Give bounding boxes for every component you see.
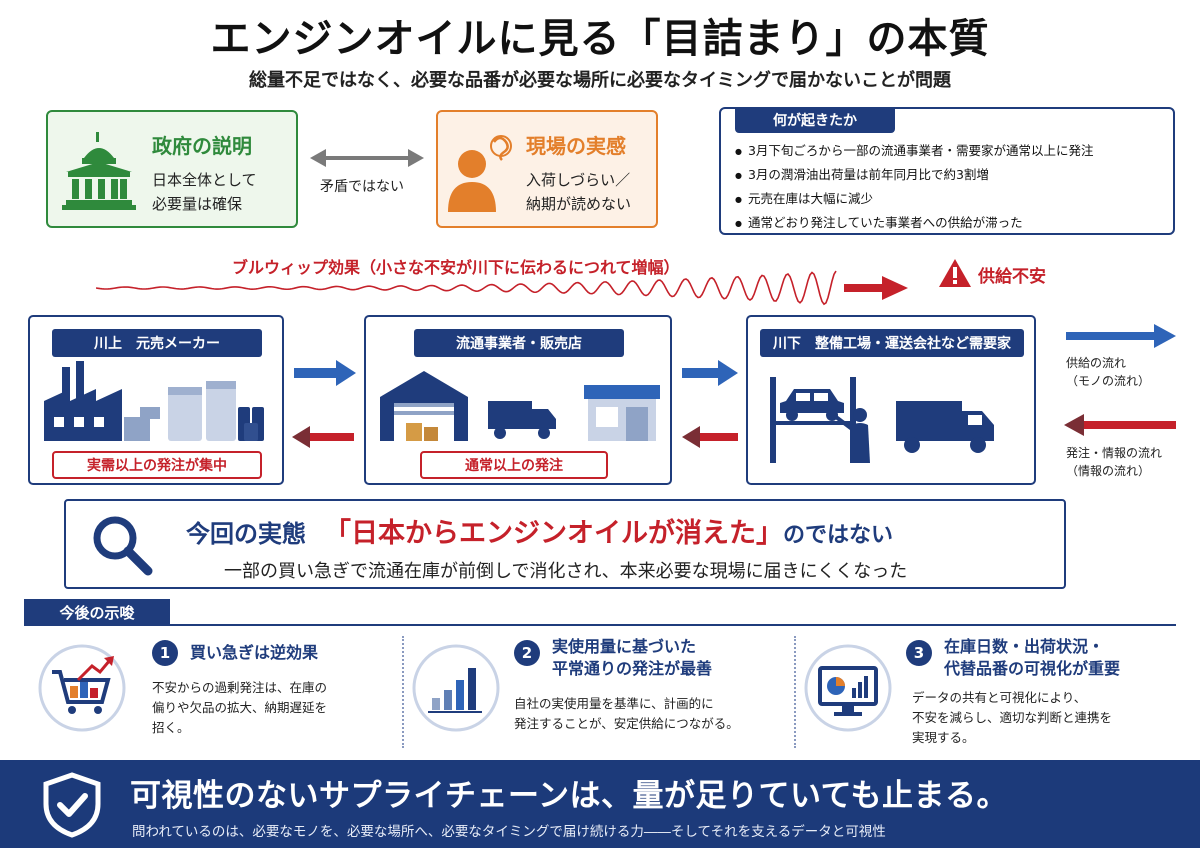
factory-icon: [44, 361, 264, 441]
suggestion-3-title-1: 在庫日数・出荷状況・: [944, 637, 1105, 656]
stage-upstream-tag: 川上 元売メーカー: [52, 329, 262, 357]
shield-check-icon: [43, 772, 101, 838]
legend-order-line-1: 発注・情報の流れ: [1066, 446, 1163, 460]
government-card: 政府の説明 日本全体として 必要量は確保: [46, 110, 298, 228]
stage-upstream-note: 実需以上の発注が集中: [52, 451, 262, 479]
stage-upstream: 川上 元売メーカー 実需以上の発注が集中: [28, 315, 284, 485]
worried-person-icon: [448, 135, 512, 212]
bullwhip-label: ブルウィップ効果（小さな不安が川下に伝わるにつれて増幅）: [232, 258, 680, 277]
stage-midstream-tag: 流通事業者・販売店: [414, 329, 624, 357]
legend-supply-line-1: 供給の流れ: [1066, 356, 1127, 370]
stage-downstream: 川下 整備工場・運送会社など需要家: [746, 315, 1036, 485]
government-line-2: 必要量は確保: [152, 195, 243, 213]
supply-arrow-icon: [294, 360, 356, 386]
footer-banner: 可視性のないサプライチェーンは、量が足りていても止まる。 問われているのは、必要…: [0, 760, 1200, 848]
government-title: 政府の説明: [152, 134, 252, 158]
list-item: 3月下旬ごろから一部の流通事業者・需要家が通常以上に発注: [735, 139, 1093, 163]
order-arrow-icon: [292, 426, 354, 448]
legend-supply-line-2: （モノの流れ）: [1066, 374, 1151, 388]
suggestion-divider: [402, 636, 404, 748]
supply-arrow-icon: [682, 360, 738, 386]
future-tag: 今後の示唆: [24, 599, 170, 625]
suggestion-3-text-1: データの共有と可視化により、: [912, 690, 1087, 705]
government-building-icon: [62, 132, 136, 210]
order-arrow-icon: [682, 426, 738, 448]
supply-flow-legend-arrow: [1066, 324, 1176, 348]
what-happened-list: 3月下旬ごろから一部の流通事業者・需要家が通常以上に発注 3月の潤滑油出荷量は前…: [735, 139, 1093, 235]
reality-head-3: のではない: [783, 523, 894, 548]
suggestion-3-number: 3: [906, 640, 932, 666]
suggestion-1-number: 1: [152, 640, 178, 666]
double-arrow-icon: [310, 149, 424, 167]
suggestion-2-number: 2: [514, 640, 540, 666]
suggestion-2-title-1: 実使用量に基づいた: [552, 637, 697, 656]
suggestion-1: 1 買い急ぎは逆効果 不安からの過剰発注は、在庫の 偏りや欠品の拡大、納期遅延を…: [24, 630, 394, 752]
reality-box: 今回の実態「日本からエンジンオイルが消えた」のではない 一部の買い急ぎで流通在庫…: [64, 499, 1066, 589]
warehouse-truck-store-icon: [380, 371, 660, 441]
page-subtitle: 総量不足ではなく、必要な品番が必要な場所に必要なタイミングで届かないことが問題: [249, 70, 951, 91]
reality-head-1: 今回の実態: [186, 520, 306, 548]
suggestion-2-title-2: 平常通りの発注が最善: [552, 659, 713, 678]
page-title: エンジンオイルに見る「目詰まり」の本質: [210, 16, 990, 62]
bullwhip-wave: [96, 270, 908, 306]
field-line-1: 入荷しづらい／: [526, 171, 631, 189]
what-happened-box: 何が起きたか 3月下旬ごろから一部の流通事業者・需要家が通常以上に発注 3月の潤…: [719, 107, 1175, 235]
suggestion-1-text-1: 不安からの過剰発注は、在庫の: [152, 680, 328, 695]
list-item: 3月の潤滑油出荷量は前年同月比で約3割増: [735, 163, 1093, 187]
footer-subtitle: 問われているのは、必要なモノを、必要な場所へ、必要なタイミングで届け続ける力――…: [132, 824, 886, 840]
reality-subtext: 一部の買い急ぎで流通在庫が前倒しで消化され、本来必要な現場に届きにくくなった: [224, 561, 908, 582]
field-title: 現場の実感: [526, 134, 626, 158]
order-flow-legend-arrow: [1064, 414, 1176, 436]
list-item: 通常どおり発注していた事業者への供給が滞った: [735, 211, 1093, 235]
field-card: 現場の実感 入荷しづらい／ 納期が読めない: [436, 110, 658, 228]
footer-title: 可視性のないサプライチェーンは、量が足りていても止まる。: [130, 778, 1008, 814]
legend-order-line-2: （情報の流れ）: [1066, 464, 1151, 478]
shopping-cart-icon: [38, 644, 126, 732]
magnifier-icon: [93, 516, 153, 576]
what-happened-tag: 何が起きたか: [735, 107, 895, 133]
suggestion-3: 3 在庫日数・出荷状況・ 代替品番の可視化が重要 データの共有と可視化により、 …: [800, 630, 1176, 752]
bar-chart-icon: [412, 644, 500, 732]
warning-icon: [939, 259, 971, 287]
future-divider-line: [24, 624, 1176, 626]
dashboard-monitor-icon: [804, 644, 892, 732]
government-line-1: 日本全体として: [152, 171, 257, 189]
suggestion-3-text-2: 不安を減らし、適切な判断と連携を: [912, 710, 1113, 725]
stage-midstream-note: 通常以上の発注: [420, 451, 608, 479]
contradiction-label: 矛盾ではない: [320, 179, 404, 195]
repair-shop-truck-icon: [770, 377, 994, 463]
suggestion-3-text-3: 実現する。: [912, 730, 975, 745]
suggestion-2: 2 実使用量に基づいた 平常通りの発注が最善 自社の実使用量を基準に、計画的に …: [408, 630, 792, 752]
stage-downstream-tag: 川下 整備工場・運送会社など需要家: [760, 329, 1024, 357]
suggestion-1-text-2: 偏りや欠品の拡大、納期遅延を: [152, 700, 328, 715]
stage-midstream: 流通事業者・販売店 通常以上の発注: [364, 315, 672, 485]
suggestion-divider: [794, 636, 796, 748]
supply-warning-label: 供給不安: [978, 267, 1046, 287]
suggestion-1-title: 買い急ぎは逆効果: [190, 643, 319, 662]
suggestion-2-text-1: 自社の実使用量を基準に、計画的に: [514, 696, 714, 711]
suggestion-3-title-2: 代替品番の可視化が重要: [944, 659, 1121, 678]
list-item: 元売在庫は大幅に減少: [735, 187, 1093, 211]
suggestion-1-text-3: 招く。: [152, 720, 190, 735]
reality-heading: 今回の実態「日本からエンジンオイルが消えた」のではない: [186, 511, 893, 550]
suggestion-2-text-2: 発注することが、安定供給につながる。: [514, 716, 739, 731]
reality-head-2: 「日本からエンジンオイルが消えた」: [324, 518, 783, 549]
field-line-2: 納期が読めない: [526, 195, 632, 213]
